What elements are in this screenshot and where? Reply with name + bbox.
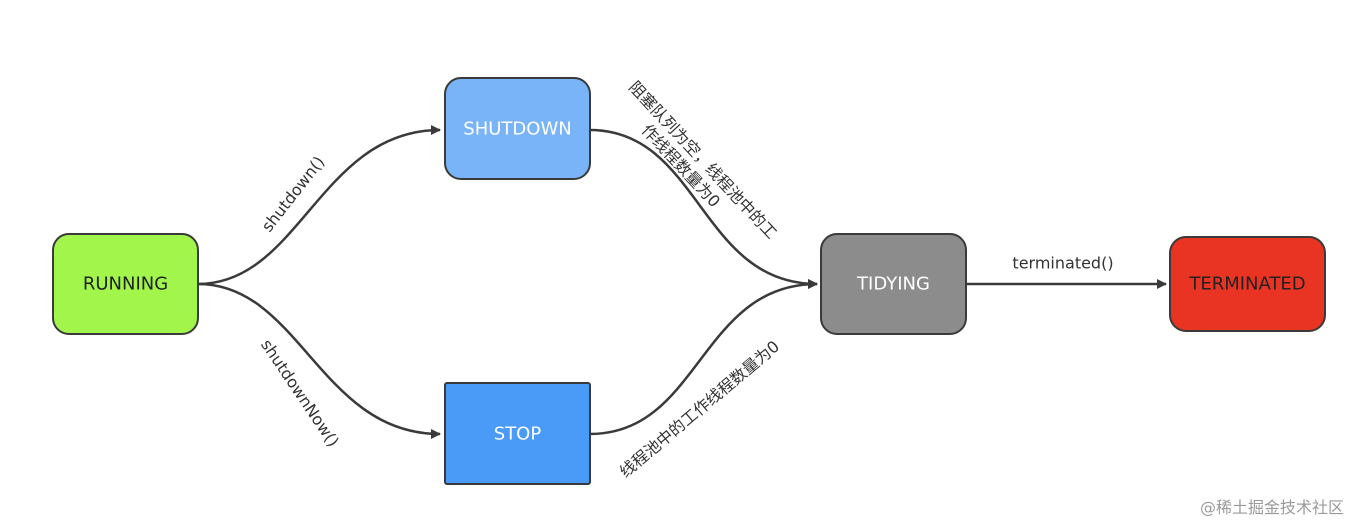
node-label-stop: STOP [494,424,542,445]
node-label-tidying: TIDYING [856,274,930,295]
edge-label-stop-to-tidying: 线程池中的工作线程数量为0 [616,337,783,482]
node-running: RUNNING [52,233,199,335]
edge-label-shutdown-now: shutdownNow() [257,336,343,451]
edge-label-line-1: 阻塞队列为空，线程池中的工 [625,78,781,243]
node-shutdown: SHUTDOWN [444,77,591,180]
node-terminated: TERMINATED [1169,236,1326,332]
node-label-shutdown: SHUTDOWN [463,119,571,140]
edge-label-shutdown: shutdown() [258,152,329,235]
edge-running-to-shutdown [197,125,441,286]
node-tidying: TIDYING [820,233,967,335]
node-label-terminated: TERMINATED [1188,274,1305,295]
edge-stop-to-tidying [589,279,818,436]
watermark: @稀土掘金技术社区 [1199,498,1344,517]
node-stop: STOP [444,382,591,485]
node-label-running: RUNNING [83,274,168,295]
edge-label-shutdown-to-tidying: 阻塞队列为空，线程池中的工 作线程数量为0 [625,78,781,243]
edge-shutdown-to-tidying [589,128,818,289]
edge-label-terminated: terminated() [1012,254,1113,273]
edge-running-to-stop [197,282,441,439]
